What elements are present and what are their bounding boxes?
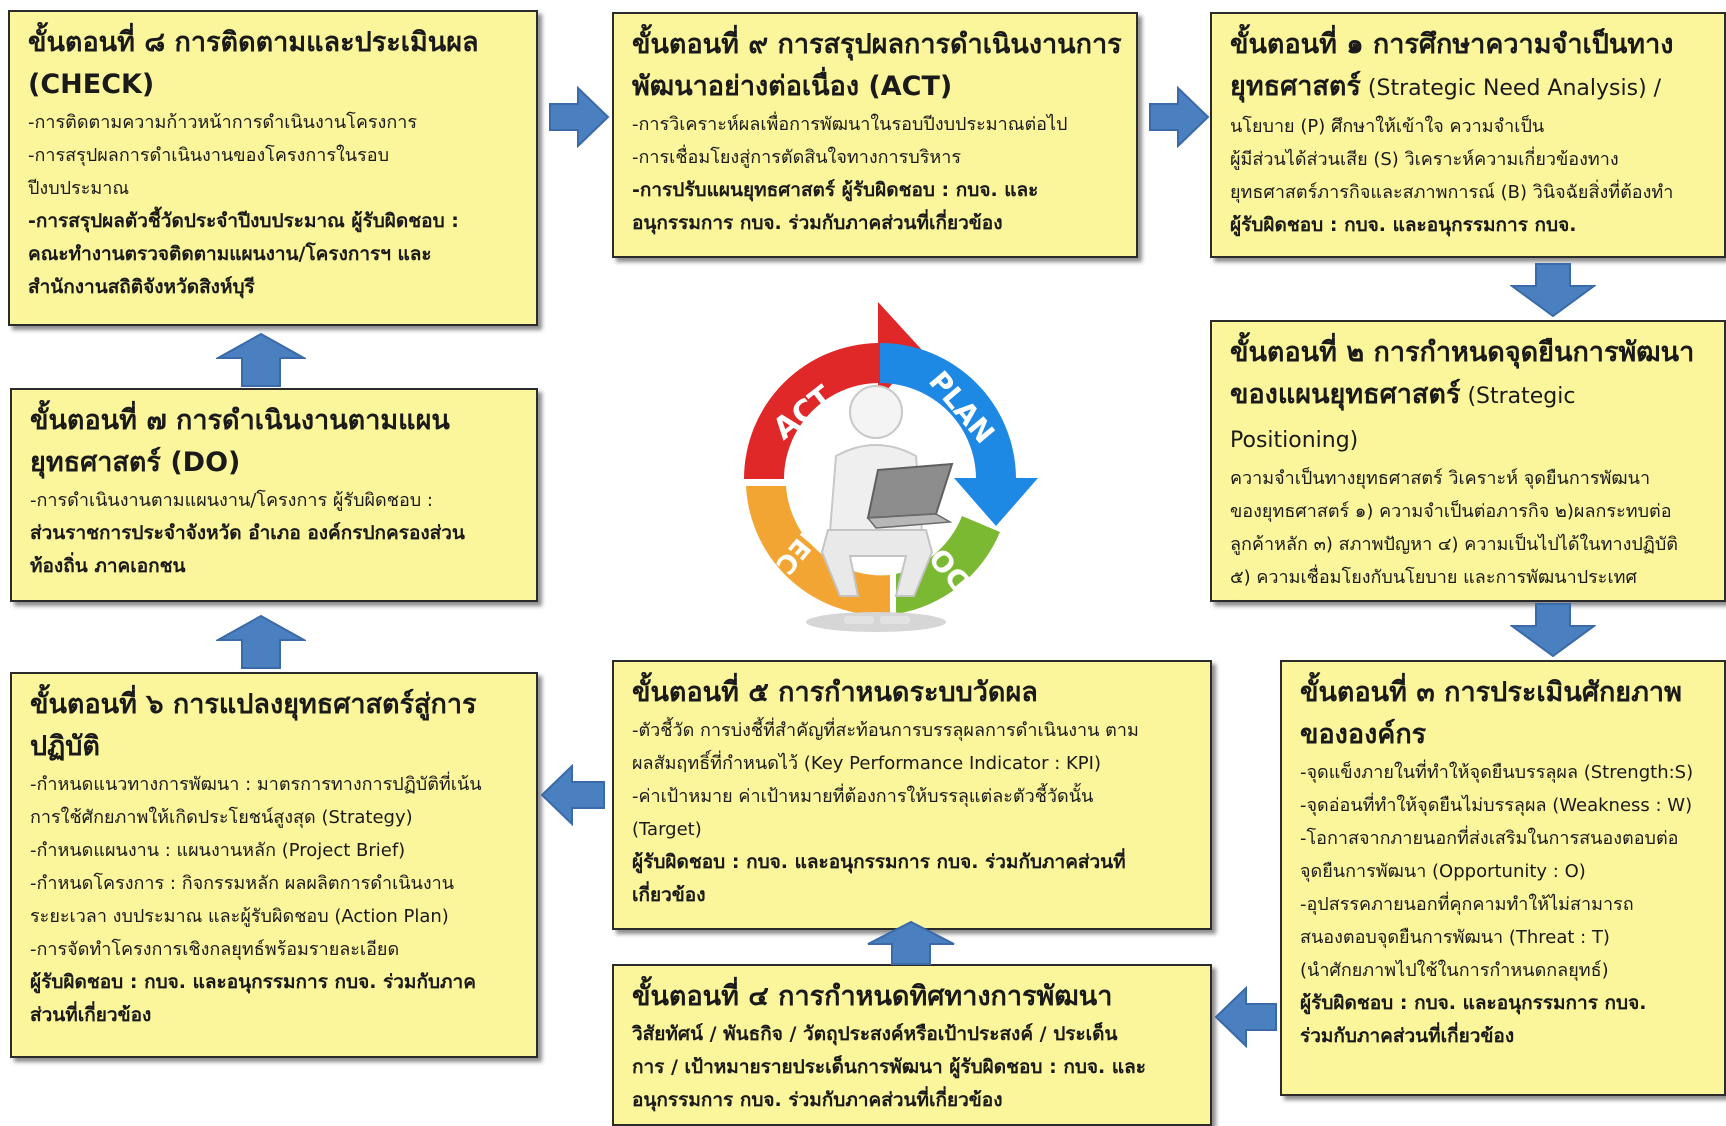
arrow-down-icon <box>1510 262 1596 318</box>
step-9-box: ขั้นตอนที่ ๙ การสรุปผลการดำเนินงานการ พั… <box>612 12 1138 258</box>
step-6-line: -การจัดทำโครงการเชิงกลยุทธ์พร้อมรายละเอี… <box>30 939 400 960</box>
step-3-box: ขั้นตอนที่ ๓ การประเมินศักยภาพ ขององค์กร… <box>1280 660 1726 1096</box>
step-3-line: -อุปสรรคภายนอกที่คุกคามทำให้ไม่สามารถ <box>1300 894 1634 915</box>
step-7-title: ขั้นตอนที่ ๗ การดำเนินงานตามแผน <box>30 405 450 436</box>
step-2-line: ความจำเป็นทางยุทธศาสตร์ วิเคราะห์ จุดยืน… <box>1230 468 1651 489</box>
step-6-line: -กำหนดโครงการ : กิจกรรมหลัก ผลผลิตการดำเ… <box>30 873 455 894</box>
step-1-line: ผู้มีส่วนได้ส่วนเสีย (S) วิเคราะห์ความเก… <box>1230 149 1619 170</box>
pdca-cycle: ACT PLAN DO CHECK <box>700 300 1060 644</box>
step-4-title: ขั้นตอนที่ ๔ การกำหนดทิศทางการพัฒนา <box>632 981 1113 1012</box>
step-9-line: อนุกรรมการ กบจ. ร่วมกับภาคส่วนที่เกี่ยวข… <box>632 212 1003 234</box>
arrow-up-icon <box>866 920 956 966</box>
step-8-box: ขั้นตอนที่ ๘ การติดตามและประเมินผล (CHEC… <box>8 10 538 326</box>
step-5-line: ผู้รับผิดชอบ : กบจ. และอนุกรรมการ กบจ. ร… <box>632 851 1126 873</box>
arrow-up-icon <box>216 332 306 388</box>
step-8-line: คณะทำงานตรวจติดตามแผนงาน/โครงการฯ และ <box>28 243 432 265</box>
step-8-title: ขั้นตอนที่ ๘ การติดตามและประเมินผล <box>28 27 479 58</box>
step-3-title-2: ขององค์กร <box>1300 719 1427 750</box>
step-9-line: -การวิเคราะห์ผลเพื่อการพัฒนาในรอบปีงบประ… <box>632 114 1068 135</box>
arrow-up-icon <box>216 614 306 670</box>
step-3-line: ร่วมกับภาคส่วนที่เกี่ยวข้อง <box>1300 1025 1515 1047</box>
step-3-line: สนองตอบจุดยืนการพัฒนา (Threat : T) <box>1300 927 1610 948</box>
step-9-line: -การปรับแผนยุทธศาสตร์ ผู้รับผิดชอบ : กบจ… <box>632 179 1039 201</box>
step-5-line: เกี่ยวข้อง <box>632 884 706 906</box>
arrow-down-icon <box>1510 602 1596 658</box>
arrow-right-icon <box>548 86 610 148</box>
step-7-line: -การดำเนินงานตามแผนงาน/โครงการ ผู้รับผิด… <box>30 490 433 511</box>
step-7-line: ส่วนราชการประจำจังหวัด อำเภอ องค์กรปกครอ… <box>30 522 465 544</box>
step-6-line: การใช้ศักยภาพให้เกิดประโยชน์สูงสุด (Stra… <box>30 807 413 828</box>
arrow-right-icon <box>1148 86 1210 148</box>
step-8-title-2: (CHECK) <box>28 69 155 100</box>
step-2-title-2b: (Strategic Positioning) <box>1230 384 1576 453</box>
step-2-line: ผู้รับผิดชอบ : กบจ. และอนุกรรมการ กบจ. <box>1230 594 1710 600</box>
step-5-line: (Target) <box>632 819 702 840</box>
step-6-line: ระยะเวลา งบประมาณ และผู้รับผิดชอบ (Actio… <box>30 906 449 927</box>
step-3-line: -โอกาสจากภายนอกที่ส่งเสริมในการสนองตอบต่… <box>1300 828 1679 849</box>
step-4-line: อนุกรรมการ กบจ. ร่วมกับภาคส่วนที่เกี่ยวข… <box>632 1089 1003 1111</box>
act-segment <box>744 302 922 479</box>
step-5-line: -ค่าเป้าหมาย ค่าเป้าหมายที่ต้องการให้บรร… <box>632 786 1094 807</box>
step-1-title: ขั้นตอนที่ ๑ การศึกษาความจำเป็นทาง <box>1230 29 1674 60</box>
step-4-line: การ / เป้าหมายรายประเด็นการพัฒนา ผู้รับผ… <box>632 1056 1146 1078</box>
step-2-line: ๕) ความเชื่อมโยงกับนโยบาย และการพัฒนาประ… <box>1230 567 1637 588</box>
step-4-line: วิสัยทัศน์ / พันธกิจ / วัตถุประสงค์หรือเ… <box>632 1023 1118 1045</box>
step-4-box: ขั้นตอนที่ ๔ การกำหนดทิศทางการพัฒนา วิสั… <box>612 964 1212 1126</box>
step-9-title-2: พัฒนาอย่างต่อเนื่อง (ACT) <box>632 71 953 102</box>
step-1-line: ยุทธศาสตร์ภารกิจและสภาพการณ์ (B) วินิจฉั… <box>1230 182 1674 203</box>
step-2-title: ขั้นตอนที่ ๒ การกำหนดจุดยืนการพัฒนา <box>1230 337 1695 368</box>
step-6-box: ขั้นตอนที่ ๖ การแปลงยุทธศาสตร์สู่การ ปฏิ… <box>10 672 538 1058</box>
step-6-line: -กำหนดแผนงาน : แผนงานหลัก (Project Brief… <box>30 840 406 861</box>
step-5-line: -ตัวชี้วัด การบ่งชี้ที่สำคัญที่สะท้อนการ… <box>632 720 1139 741</box>
step-8-line: -การสรุปผลตัวชี้วัดประจำปีงบประมาณ ผู้รั… <box>28 210 459 232</box>
step-3-line: -จุดอ่อนที่ทำให้จุดยืนไม่บรรลุผล (Weakne… <box>1300 795 1693 816</box>
step-6-line: -กำหนดแนวทางการพัฒนา : มาตรการทางการปฏิบ… <box>30 774 482 795</box>
step-2-title-2: ของแผนยุทธศาสตร์ (Strategic Positioning) <box>1230 374 1710 462</box>
step-8-line: สำนักงานสถิติจังหวัดสิงห์บุรี <box>28 276 255 298</box>
step-8-line: -การติดตามความก้าวหน้าการดำเนินงานโครงกา… <box>28 112 417 133</box>
step-8-line: ปีงบประมาณ <box>28 178 130 199</box>
step-5-box: ขั้นตอนที่ ๕ การกำหนดระบบวัดผล -ตัวชี้วั… <box>612 660 1212 930</box>
step-1-box: ขั้นตอนที่ ๑ การศึกษาความจำเป็นทาง ยุทธศ… <box>1210 12 1726 258</box>
step-9-line: -การเชื่อมโยงสู่การตัดสินใจทางการบริหาร <box>632 147 962 168</box>
step-1-title-2a: ยุทธศาสตร์ <box>1230 71 1361 102</box>
step-3-title: ขั้นตอนที่ ๓ การประเมินศักยภาพ <box>1300 677 1682 708</box>
step-5-line: ผลสัมฤทธิ์ที่กำหนดไว้ (Key Performance I… <box>632 753 1101 774</box>
step-3-line: ผู้รับผิดชอบ : กบจ. และอนุกรรมการ กบจ. <box>1300 992 1647 1014</box>
step-7-line: ท้องถิ่น ภาคเอกชน <box>30 555 186 577</box>
do-segment <box>896 516 1000 614</box>
step-1-title-2: ยุทธศาสตร์ (Strategic Need Analysis) / <box>1230 66 1710 110</box>
step-2-title-2a: ของแผนยุทธศาสตร์ <box>1230 379 1461 410</box>
step-2-line: ลูกค้าหลัก ๓) สภาพปัญหา ๔) ความเป็นไปได้… <box>1230 534 1678 555</box>
step-3-line: จุดยืนการพัฒนา (Opportunity : O) <box>1300 861 1586 882</box>
step-1-title-2b: (Strategic Need Analysis) / <box>1360 76 1662 101</box>
step-6-line: ส่วนที่เกี่ยวข้อง <box>30 1004 152 1026</box>
step-6-title-2: ปฏิบัติ <box>30 731 100 762</box>
step-5-title: ขั้นตอนที่ ๕ การกำหนดระบบวัดผล <box>632 677 1038 708</box>
step-7-box: ขั้นตอนที่ ๗ การดำเนินงานตามแผน ยุทธศาสต… <box>10 388 538 602</box>
step-9-title: ขั้นตอนที่ ๙ การสรุปผลการดำเนินงานการ <box>632 29 1122 60</box>
step-1-line: ผู้รับผิดชอบ : กบจ. และอนุกรรมการ กบจ. <box>1230 214 1577 236</box>
step-2-box: ขั้นตอนที่ ๒ การกำหนดจุดยืนการพัฒนา ของแ… <box>1210 320 1726 602</box>
step-1-line: นโยบาย (P) ศึกษาให้เข้าใจ ความจำเป็น <box>1230 116 1545 137</box>
person-laptop-icon <box>806 385 954 632</box>
step-3-line: (นำศักยภาพไปใช้ในการกำหนดกลยุทธ์) <box>1300 960 1609 981</box>
plan-segment <box>880 343 1038 526</box>
step-7-title-2: ยุทธศาสตร์ (DO) <box>30 447 241 478</box>
arrow-left-icon <box>1214 986 1278 1048</box>
step-2-line: ของยุทธศาสตร์ ๑) ความจำเป็นต่อภารกิจ ๒)ผ… <box>1230 501 1672 522</box>
step-6-line: ผู้รับผิดชอบ : กบจ. และอนุกรรมการ กบจ. ร… <box>30 971 476 993</box>
step-6-title: ขั้นตอนที่ ๖ การแปลงยุทธศาสตร์สู่การ <box>30 689 477 720</box>
arrow-left-icon <box>540 764 606 826</box>
step-3-line: -จุดแข็งภายในที่ทำให้จุดยืนบรรลุผล (Stre… <box>1300 762 1694 783</box>
step-8-line: -การสรุปผลการดำเนินงานของโครงการในรอบ <box>28 145 390 166</box>
